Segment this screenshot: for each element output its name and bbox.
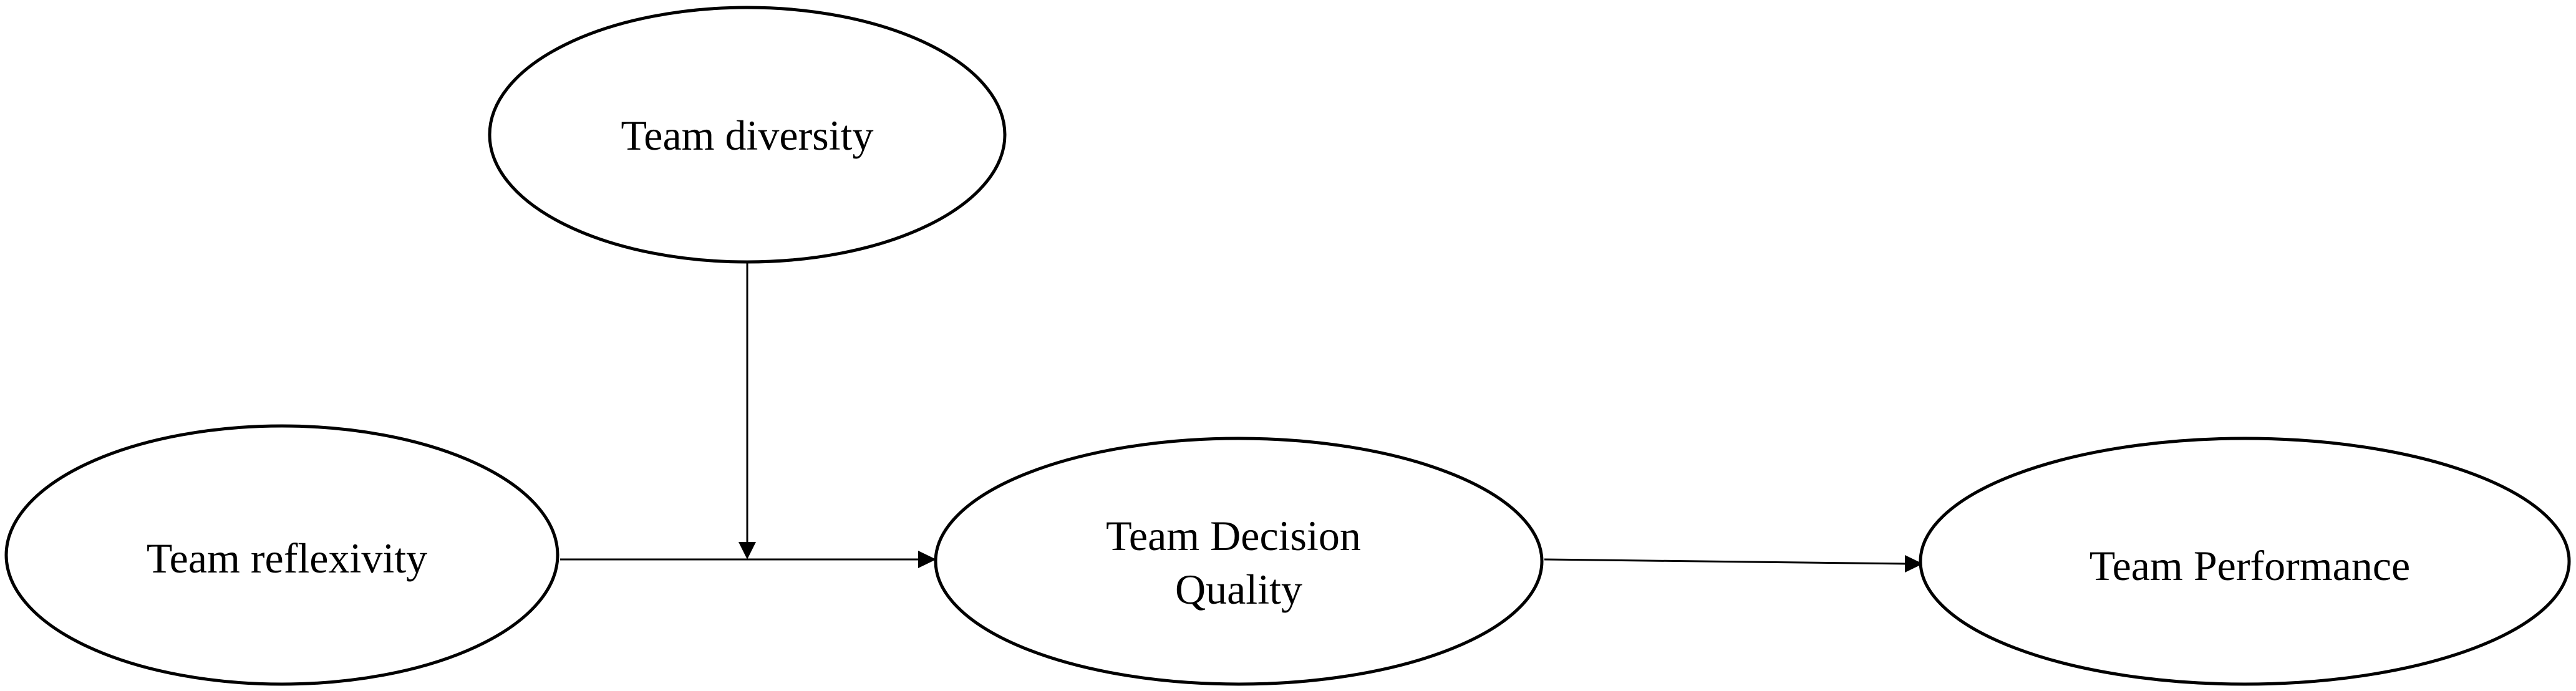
edge-reflexivity-to-decision-quality bbox=[560, 551, 936, 568]
node-team-performance-ellipse bbox=[1919, 437, 2571, 686]
svg-text:Team diversity: Team diversity bbox=[621, 112, 873, 159]
node-team-reflexivity: Team reflexivity bbox=[4, 424, 559, 686]
node-team-performance: Team Performance bbox=[1919, 437, 2571, 686]
edge-decision-quality-to-performance bbox=[1544, 555, 1923, 573]
node-team-reflexivity-ellipse bbox=[4, 424, 559, 686]
node-team-decision-quality: Team Decision Quality bbox=[934, 437, 1544, 686]
node-team-decision-quality-ellipse bbox=[934, 437, 1544, 686]
edge-diversity-moderation bbox=[738, 262, 756, 559]
node-team-decision-quality-label-line1: Team Decision bbox=[1106, 512, 1361, 559]
edge-line-decision-performance bbox=[1544, 558, 1907, 565]
node-team-performance-label: Team Performance bbox=[2089, 542, 2410, 589]
svg-text:Team Decision Quality: Team Decision Quality bbox=[1106, 512, 1372, 613]
node-team-diversity-ellipse bbox=[488, 6, 1007, 264]
arrowhead-performance bbox=[1905, 555, 1923, 573]
node-team-decision-quality-label-line2: Quality bbox=[1175, 566, 1302, 613]
node-team-reflexivity-label: Team reflexivity bbox=[147, 534, 427, 582]
svg-text:Team Performance: Team Performance bbox=[2089, 542, 2410, 589]
node-team-diversity-label: Team diversity bbox=[621, 112, 873, 159]
arrowhead-moderation bbox=[738, 542, 756, 559]
node-team-diversity: Team diversity bbox=[488, 6, 1007, 264]
svg-text:Team reflexivity: Team reflexivity bbox=[147, 534, 427, 582]
arrowhead-decision-quality bbox=[918, 551, 936, 568]
